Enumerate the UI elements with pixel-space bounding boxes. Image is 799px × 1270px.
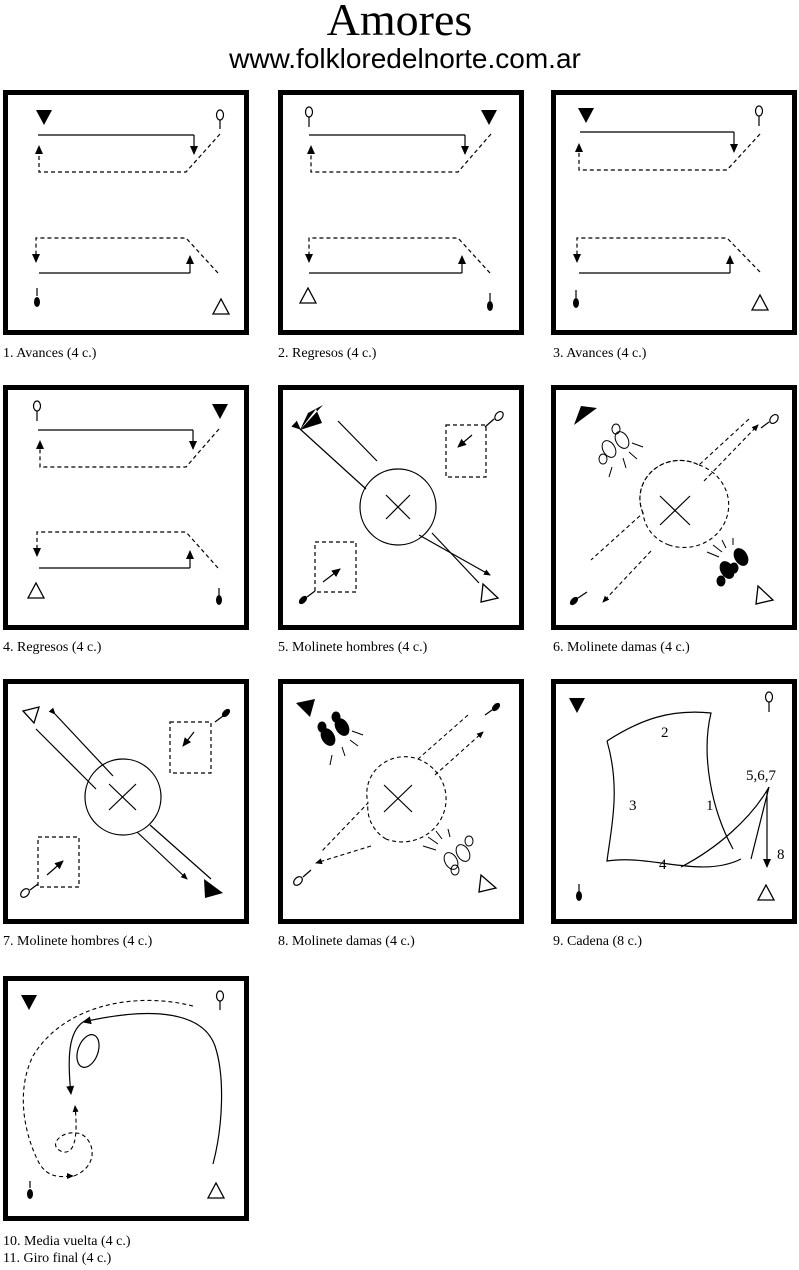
woman-outline-pin-icon [754,105,764,126]
woman-outline-pin-icon [764,691,774,712]
figure-6-panel [551,385,797,630]
figure-9-diagram: 2 3 1 4 5,6,7 8 [551,679,797,924]
path-label-2: 2 [661,725,669,741]
figure-10-caption: 10. Media vuelta (4 c.) [3,1234,131,1249]
figure-8-panel [278,679,524,924]
figure-2-panel [278,90,524,335]
figure-7-diagram [3,679,249,924]
man-dark-pin-icon [487,293,493,311]
figure-7-panel [3,679,249,924]
path-label-8: 8 [777,847,785,863]
figure-2-caption: 2. Regresos (4 c.) [278,346,377,361]
path-label-5-6-7: 5,6,7 [746,768,777,784]
man-dark-pin-icon [27,1181,33,1199]
woman-outline-triangle-icon [211,297,231,315]
figure-7-caption: 7. Molinete hombres (4 c.) [3,934,153,949]
woman-outline-triangle-icon [21,706,40,725]
figure-6-caption: 6. Molinete damas (4 c.) [553,640,690,655]
figure-9-panel: 2 3 1 4 5,6,7 8 [551,679,797,924]
website-url: www.folkloredelnorte.com.ar [229,43,581,74]
woman-outline-triangle-icon [298,286,318,304]
man-dark-triangle-icon [212,404,228,419]
figure-5-diagram [278,385,524,630]
footprints-outline-icon [598,423,644,478]
woman-outline-triangle-icon [756,883,776,901]
man-dark-pin-icon [34,288,40,307]
woman-outline-pin-icon [293,869,312,886]
figure-8-caption: 8. Molinete damas (4 c.) [278,934,415,949]
man-dark-triangle-icon [578,108,594,123]
woman-outline-pin-icon [215,109,225,129]
path-label-1: 1 [706,798,714,814]
page-title: Amores [326,0,473,45]
man-dark-pin-icon [576,884,582,901]
woman-outline-pin-icon [760,413,779,429]
woman-outline-triangle-icon [478,873,498,893]
woman-outline-pin-icon [304,106,314,127]
man-dark-pin-icon [569,591,588,606]
figure-10-diagram [3,976,249,1221]
woman-outline-pin-icon [32,400,42,421]
figure-4-panel [3,385,249,630]
figure-2-diagram [278,90,524,335]
figure-5-panel [278,385,524,630]
woman-outline-pin-icon [215,990,225,1010]
woman-outline-triangle-icon [26,581,46,599]
man-dark-triangle-icon [36,110,52,125]
woman-outline-pin-icon [20,883,39,898]
woman-outline-triangle-icon [755,584,775,605]
man-dark-triangle-icon [300,405,323,430]
figure-4-diagram [3,385,249,630]
figure-11-caption: 11. Giro final (4 c.) [3,1251,112,1266]
figure-1-panel [3,90,249,335]
figure-3-caption: 3. Avances (4 c.) [553,346,647,361]
man-dark-pin-icon [573,290,579,308]
man-dark-pin-icon [216,588,222,605]
footprints-dark-icon [706,538,749,587]
footprints-outline-icon [422,828,474,876]
figure-4-caption: 4. Regresos (4 c.) [3,640,102,655]
figure-5-caption: 5. Molinete hombres (4 c.) [278,640,428,655]
path-label-4: 4 [659,857,667,873]
man-dark-pin-icon [484,702,501,716]
man-dark-triangle-icon [481,110,497,125]
man-dark-triangle-icon [569,698,585,713]
path-label-3: 3 [629,798,637,814]
footprints-dark-icon [317,711,364,766]
figure-6-diagram [551,385,797,630]
figure-1-diagram [3,90,249,335]
figure-8-diagram [278,679,524,924]
figure-9-caption: 9. Cadena (8 c.) [553,934,643,949]
figure-1-caption: 1. Avances (4 c.) [3,346,97,361]
woman-outline-pin-icon [484,410,504,428]
woman-outline-triangle-icon [480,582,500,603]
man-dark-triangle-icon [21,995,37,1010]
woman-outline-triangle-icon [206,1181,226,1199]
man-dark-triangle-icon [296,699,315,717]
figure-3-panel [551,90,797,335]
man-dark-pin-icon [298,590,316,605]
man-dark-triangle-icon [574,406,597,425]
figure-3-diagram [551,90,797,335]
man-dark-triangle-icon [204,879,223,898]
figure-10-panel [3,976,249,1221]
man-dark-pin-icon [214,708,231,723]
woman-outline-triangle-icon [750,293,770,311]
